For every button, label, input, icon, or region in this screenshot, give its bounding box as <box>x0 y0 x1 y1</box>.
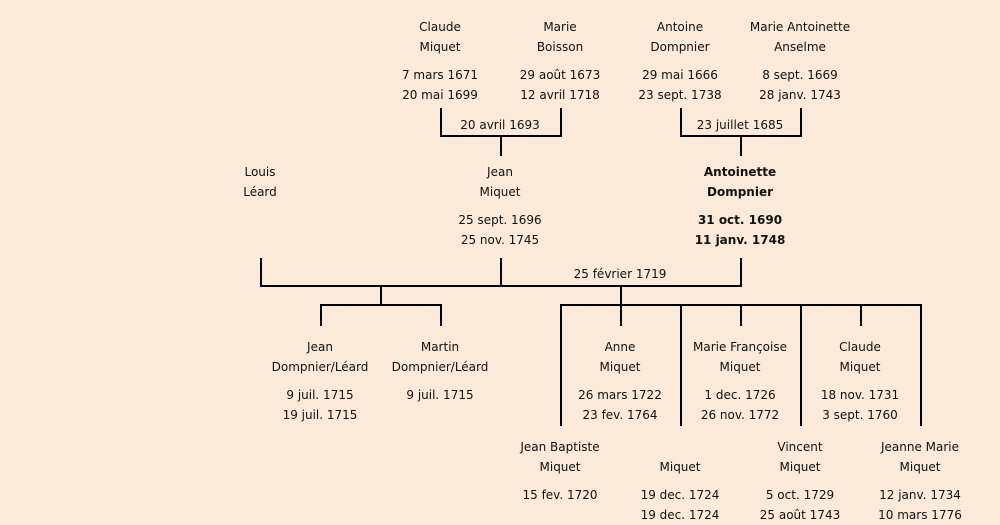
person-name-line: Miquet <box>839 360 881 374</box>
death-date: 10 mars 1776 <box>878 508 962 522</box>
person-name-line: Martin <box>420 340 460 354</box>
death-date: 26 nov. 1772 <box>700 408 780 422</box>
person-name-line: Miquet <box>659 460 701 474</box>
birth-date: 29 mai 1666 <box>642 68 718 82</box>
person-name-line: Miquet <box>479 185 521 199</box>
person-name-line: Miquet <box>779 460 821 474</box>
person-name-line: Antoinette <box>703 165 777 179</box>
person-name-line: Miquet <box>419 40 461 54</box>
marriage-date-miquet-dompnier: 25 février 1719 <box>573 267 667 281</box>
birth-date: 8 sept. 1669 <box>762 68 838 82</box>
connector-leard-children <box>320 286 442 326</box>
person-name-line: Jeanne Marie <box>880 440 960 454</box>
birth-date: 12 janv. 1734 <box>879 488 961 502</box>
death-date: 23 fev. 1764 <box>582 408 658 422</box>
death-date: 19 juil. 1715 <box>282 408 358 422</box>
death-date: 11 janv. 1748 <box>694 233 786 247</box>
person-name-line: Louis <box>244 165 276 179</box>
person-name-line: Miquet <box>719 360 761 374</box>
connector-miquet-boisson <box>440 108 562 156</box>
marriage-date-dompnier-anselme: 23 juillet 1685 <box>696 118 784 132</box>
person-name-line: Dompnier <box>706 185 773 199</box>
person-name-line: Jean <box>487 165 513 179</box>
person-name-line: Léard <box>243 185 277 199</box>
connector-couple-gen1 <box>260 258 742 287</box>
death-date: 28 janv. 1743 <box>759 88 841 102</box>
connector-miquet-children <box>560 286 922 426</box>
person-name-line: Vincent <box>777 440 823 454</box>
birth-date: 25 sept. 1696 <box>458 213 542 227</box>
death-date: 25 nov. 1745 <box>460 233 540 247</box>
person-miquet-unnamed[interactable]: Miquet 19 dec. 1724 19 dec. 1724 <box>615 437 745 525</box>
person-name-line: Claude <box>419 20 461 34</box>
person-name-line: Dompnier <box>650 40 710 54</box>
person-name-line: Anne <box>604 340 636 354</box>
person-name-line: Dompnier/Léard <box>391 360 489 374</box>
person-name-line: Miquet <box>899 460 941 474</box>
marriage-date-miquet-boisson: 20 avril 1693 <box>460 118 540 132</box>
death-date: 19 dec. 1724 <box>640 508 720 522</box>
death-date: 20 mai 1699 <box>402 88 478 102</box>
death-date: 25 août 1743 <box>759 508 841 522</box>
birth-date: 1 dec. 1726 <box>704 388 776 402</box>
birth-date: 31 oct. 1690 <box>697 213 783 227</box>
person-name-line: Antoine <box>656 20 704 34</box>
person-name-line: Jean <box>307 340 333 354</box>
person-name-line: Miquet <box>599 360 641 374</box>
person-name-line: Jean Baptiste <box>520 440 600 454</box>
birth-date: 26 mars 1722 <box>578 388 662 402</box>
person-name-line: Marie <box>543 20 577 34</box>
birth-date: 9 juil. 1715 <box>286 388 354 402</box>
person-name-line: Marie Antoinette <box>749 20 851 34</box>
connector-dompnier-anselme <box>680 108 802 156</box>
person-name-line <box>615 437 745 457</box>
death-date: 3 sept. 1760 <box>822 408 898 422</box>
birth-date: 9 juil. 1715 <box>406 388 474 402</box>
birth-date: 29 août 1673 <box>519 68 601 82</box>
birth-date: 5 oct. 1729 <box>765 488 835 502</box>
birth-date: 19 dec. 1724 <box>640 488 720 502</box>
person-name-line: Marie Françoise <box>692 340 787 354</box>
death-date: 12 avril 1718 <box>520 88 600 102</box>
birth-date: 15 fev. 1720 <box>522 488 598 502</box>
person-name-line: Miquet <box>539 460 581 474</box>
death-date: 23 sept. 1738 <box>638 88 722 102</box>
birth-date: 7 mars 1671 <box>401 68 479 82</box>
birth-date: 18 nov. 1731 <box>820 388 900 402</box>
person-name-line: Boisson <box>536 40 584 54</box>
person-name-line: Dompnier/Léard <box>271 360 369 374</box>
person-name-line: Anselme <box>774 40 826 54</box>
person-name-line: Claude <box>839 340 881 354</box>
